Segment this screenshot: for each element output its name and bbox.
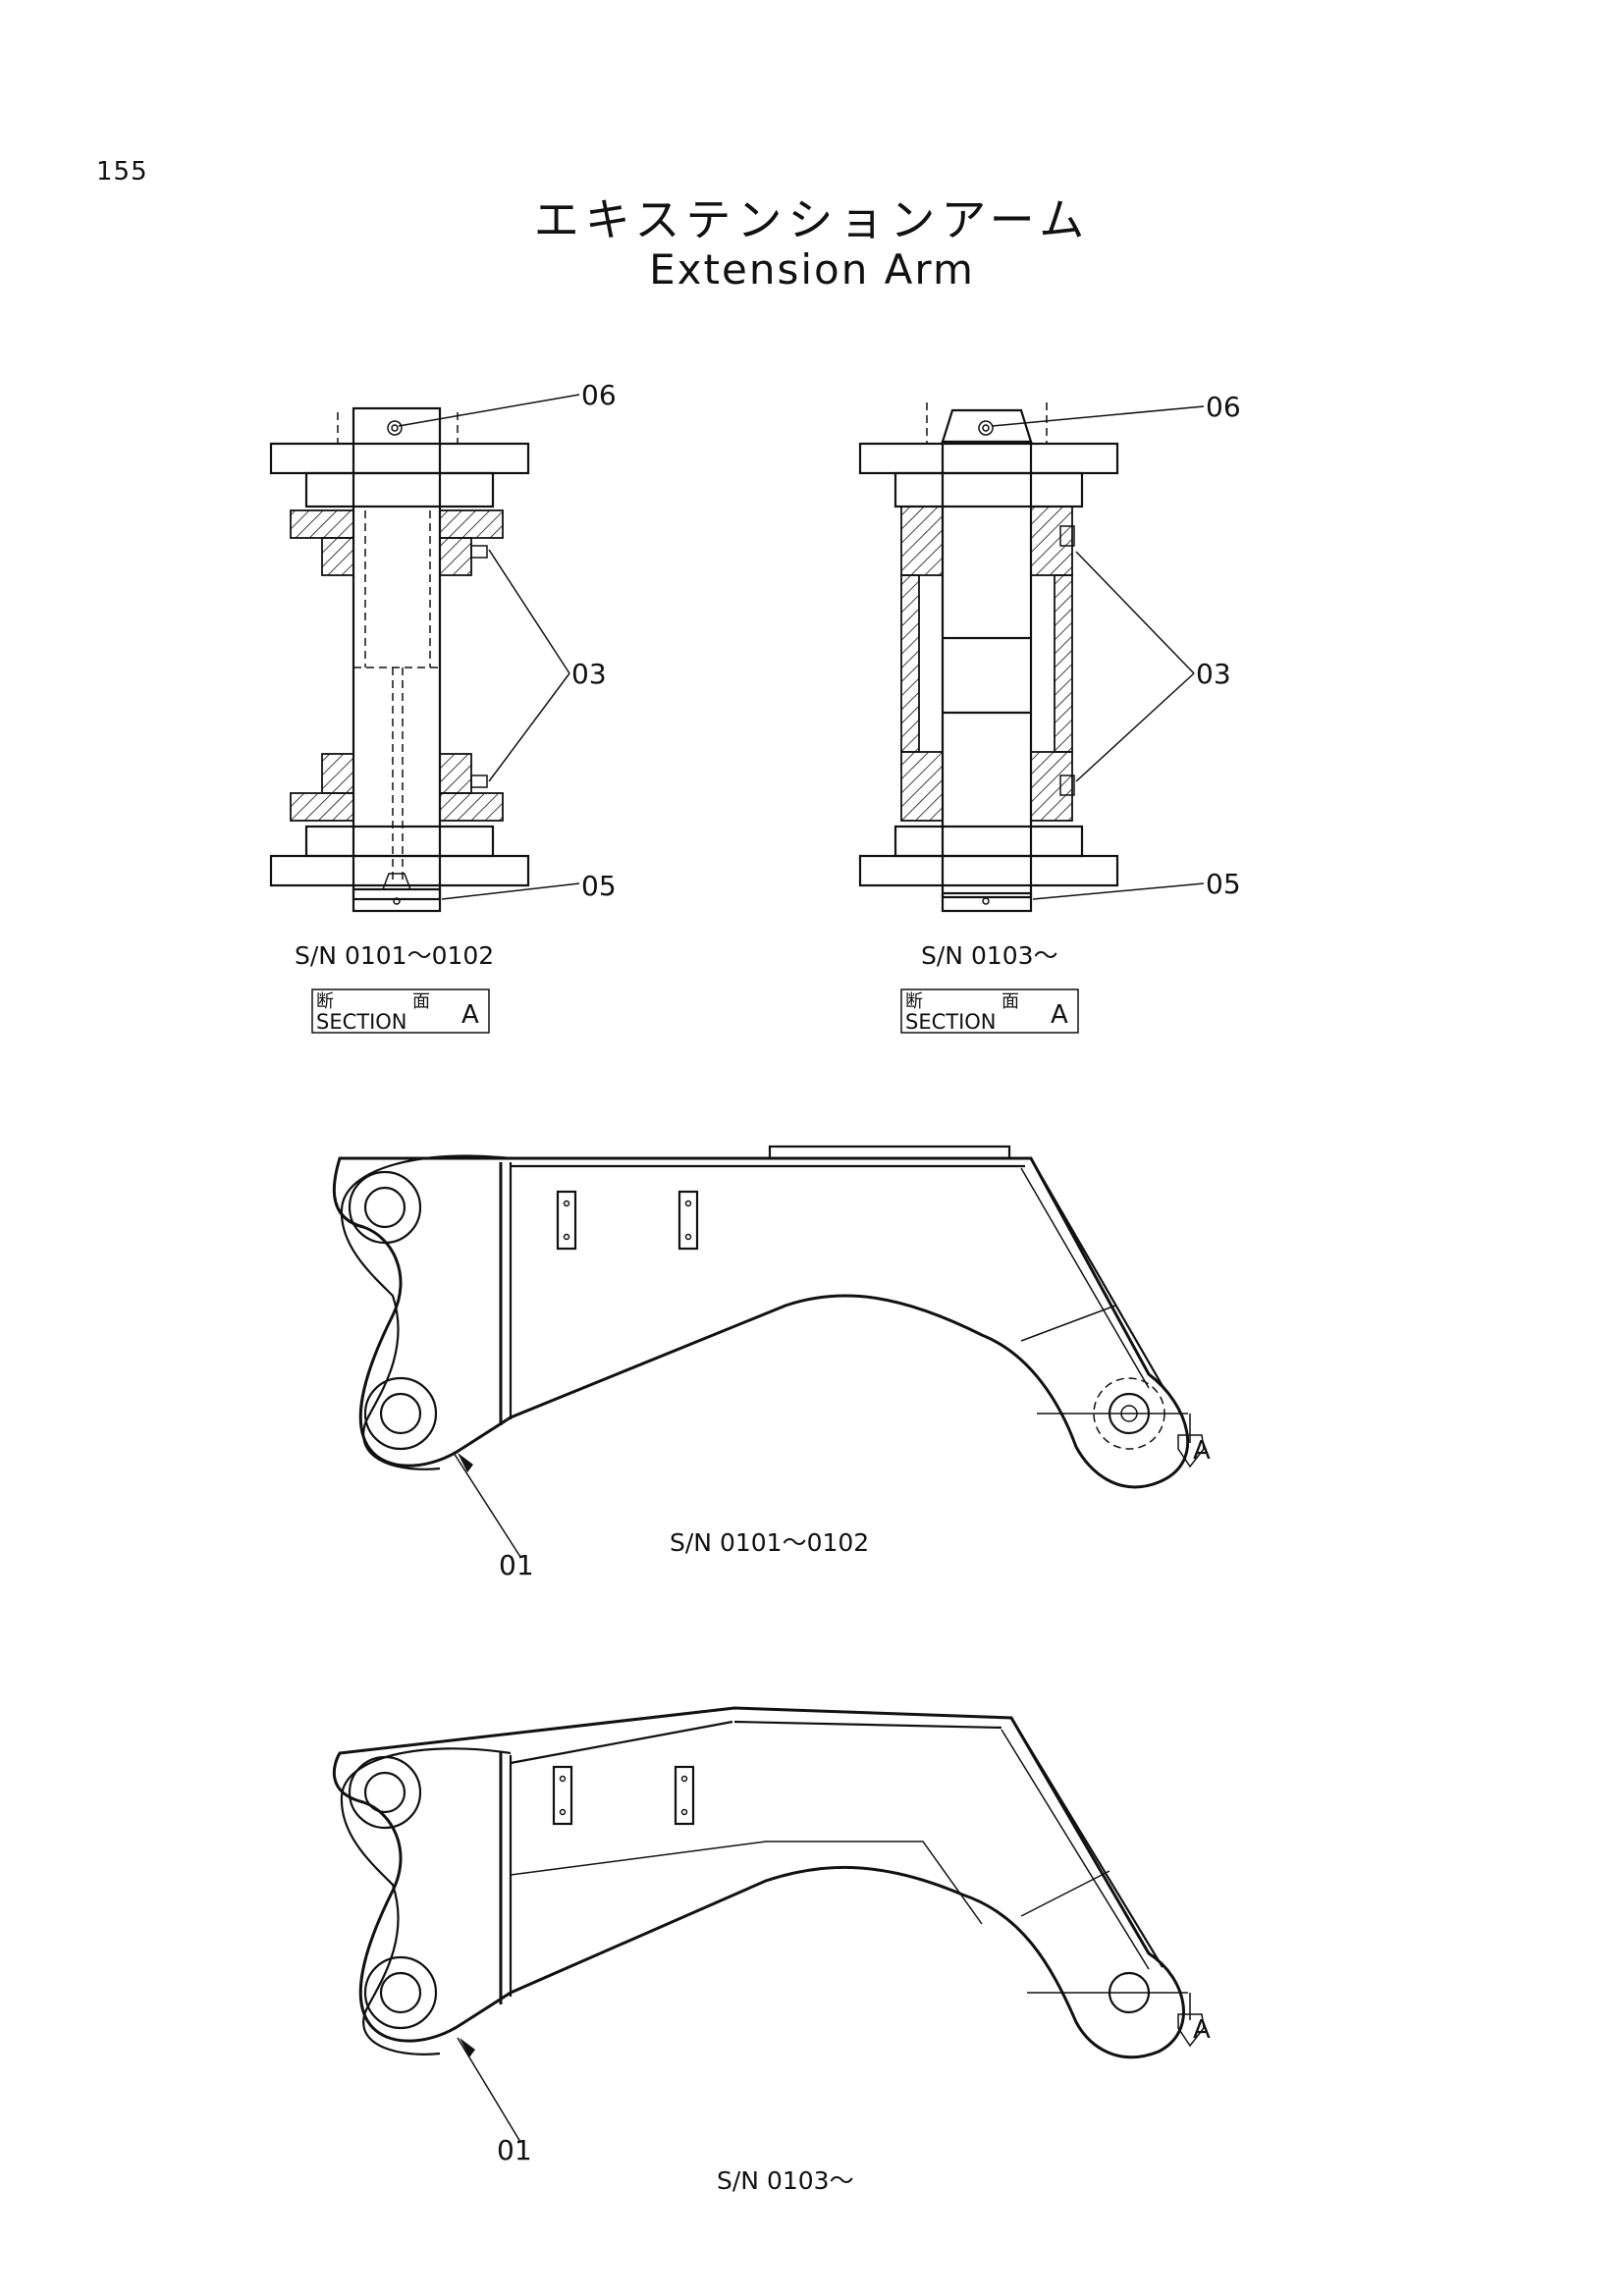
svg-text:SECTION: SECTION xyxy=(316,1010,407,1034)
svg-text:面: 面 xyxy=(1001,991,1019,1012)
page-title-english: Extension Arm xyxy=(649,245,975,294)
top-plate xyxy=(269,442,530,475)
arm-1-callout-01: 01 xyxy=(499,1549,534,1581)
section-a-label-2: 断 面 SECTION A xyxy=(900,988,1079,1034)
section-2-serial: S/N 0103～ xyxy=(921,941,1058,970)
callout-06-right: 06 xyxy=(1206,391,1241,423)
arm-view-1 xyxy=(332,1145,1205,1558)
section-1-serial: S/N 0101～0102 xyxy=(295,941,494,970)
arm-2-callout-01: 01 xyxy=(497,2134,532,2166)
arm-1-section-marker: A xyxy=(1193,1436,1211,1466)
svg-text:断: 断 xyxy=(905,991,923,1012)
page-title-japanese: エキステンションアーム xyxy=(533,193,1091,246)
svg-text:断: 断 xyxy=(316,991,334,1012)
callout-03-left: 03 xyxy=(571,658,607,690)
callout-03-right: 03 xyxy=(1196,658,1231,690)
top-boss xyxy=(304,471,495,508)
svg-text:A: A xyxy=(1051,1000,1068,1030)
section-a-label-1: 断 面 SECTION A xyxy=(311,988,490,1034)
arm-view-2 xyxy=(332,1706,1205,2143)
arm-2-section-marker: A xyxy=(1193,2015,1211,2045)
section-view-1 xyxy=(269,406,530,913)
callout-05-right: 05 xyxy=(1206,868,1241,900)
svg-text:SECTION: SECTION xyxy=(905,1010,997,1034)
svg-text:面: 面 xyxy=(412,991,430,1012)
center-pin xyxy=(352,406,442,901)
arm-1-serial: S/N 0101～0102 xyxy=(670,1528,869,1557)
section-callout-leaders xyxy=(398,394,1205,900)
section-view-2 xyxy=(858,402,1119,913)
callout-05-left: 05 xyxy=(581,870,617,902)
arm-2-serial: S/N 0103～ xyxy=(717,2166,854,2195)
callout-06-left: 06 xyxy=(581,379,617,411)
page-number: 155 xyxy=(96,157,148,187)
svg-text:A: A xyxy=(461,1000,479,1030)
